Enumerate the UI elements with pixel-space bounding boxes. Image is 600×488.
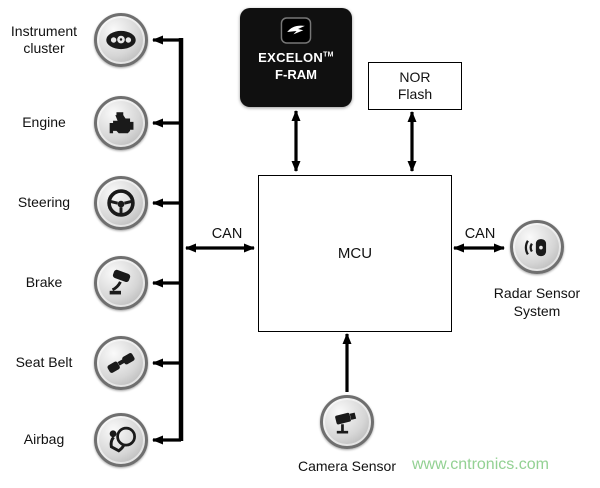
radar-sensor-icon xyxy=(510,220,564,274)
fram-brand-label: EXCELONTM xyxy=(258,50,334,65)
camera-sensor-icon xyxy=(320,395,374,449)
label-brake: Brake xyxy=(25,274,63,291)
label-steering: Steering xyxy=(17,194,71,211)
label-seat-belt: Seat Belt xyxy=(15,354,73,371)
seat-belt-icon xyxy=(94,336,148,390)
excelon-logo-icon xyxy=(280,17,312,44)
instrument-cluster-icon xyxy=(94,13,148,67)
engine-icon xyxy=(94,96,148,150)
fram-product-label: F-RAM xyxy=(275,67,317,82)
mcu-label: MCU xyxy=(337,245,373,262)
camera-sensor-label: Camera Sensor xyxy=(297,458,397,474)
can-label-right: CAN xyxy=(464,226,496,242)
fram-chip: EXCELONTM F-RAM xyxy=(240,8,352,107)
watermark-text: www.cntronics.com xyxy=(412,456,549,473)
label-airbag: Airbag xyxy=(23,431,65,448)
trademark-symbol: TM xyxy=(323,51,334,59)
mcu-box: MCU xyxy=(258,175,452,332)
radar-sensor-label: Radar Sensor System xyxy=(493,285,581,320)
brake-icon xyxy=(94,256,148,310)
steering-icon xyxy=(94,176,148,230)
label-instrument-cluster: Instrument cluster xyxy=(10,22,78,57)
airbag-icon xyxy=(94,413,148,467)
nor-flash-box: NOR Flash xyxy=(368,62,462,110)
can-label-left: CAN xyxy=(211,226,243,242)
nor-flash-label: NOR Flash xyxy=(397,68,433,103)
label-engine: Engine xyxy=(22,114,66,131)
